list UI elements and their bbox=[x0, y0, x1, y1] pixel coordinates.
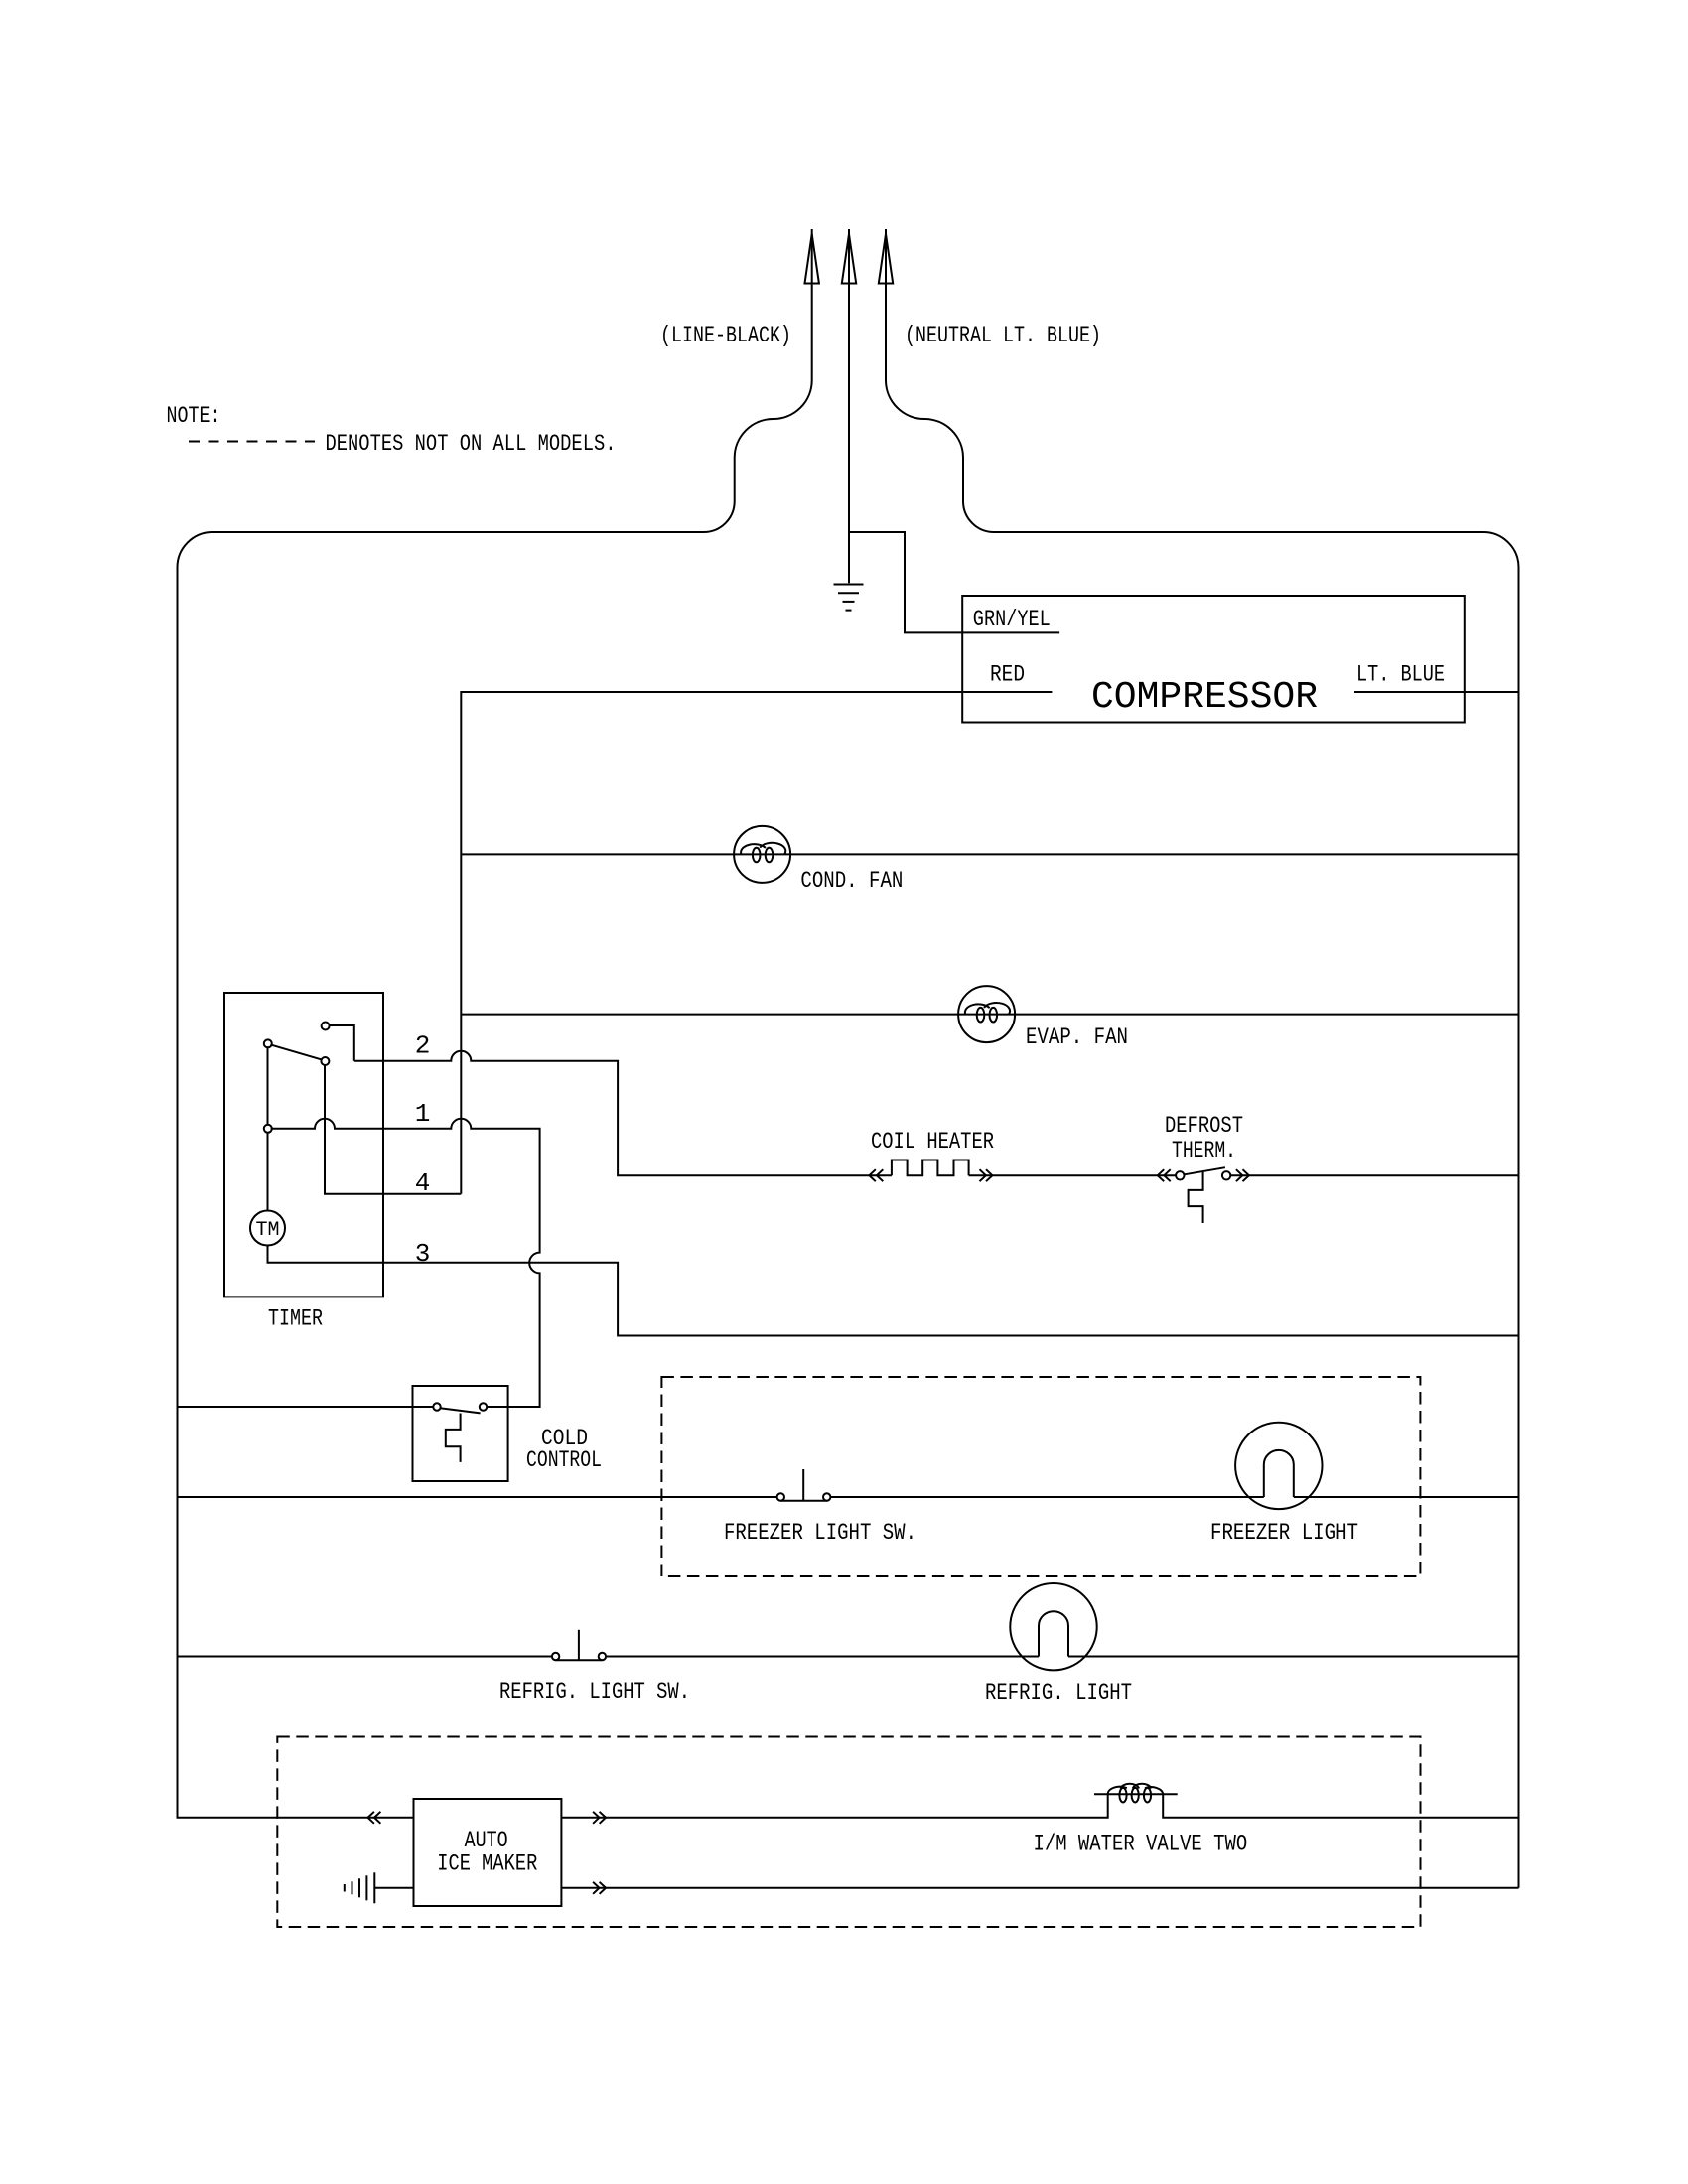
svg-text:CONTROL: CONTROL bbox=[526, 1447, 602, 1473]
svg-text:DEFROST: DEFROST bbox=[1165, 1113, 1243, 1139]
svg-text:RED: RED bbox=[990, 662, 1025, 688]
svg-text:EVAP. FAN: EVAP. FAN bbox=[1026, 1024, 1128, 1050]
svg-text:NOTE:: NOTE: bbox=[167, 403, 221, 429]
svg-text:FREEZER LIGHT: FREEZER LIGHT bbox=[1210, 1520, 1358, 1546]
svg-text:1: 1 bbox=[415, 1099, 431, 1129]
svg-text:THERM.: THERM. bbox=[1172, 1138, 1236, 1163]
svg-text:FREEZER LIGHT SW.: FREEZER LIGHT SW. bbox=[724, 1520, 916, 1546]
svg-text:COLD: COLD bbox=[541, 1426, 588, 1451]
svg-text:(LINE-BLACK): (LINE-BLACK) bbox=[660, 323, 791, 348]
svg-text:GRN/YEL: GRN/YEL bbox=[973, 607, 1051, 632]
svg-text:LT. BLUE: LT. BLUE bbox=[1356, 662, 1445, 688]
svg-text:TM: TM bbox=[256, 1219, 280, 1242]
svg-text:AUTO: AUTO bbox=[465, 1828, 508, 1853]
svg-text:COND. FAN: COND. FAN bbox=[800, 868, 903, 893]
svg-text:4: 4 bbox=[415, 1168, 431, 1198]
svg-text:REFRIG. LIGHT: REFRIG. LIGHT bbox=[985, 1680, 1132, 1706]
svg-text:3: 3 bbox=[415, 1239, 431, 1269]
svg-text:COIL HEATER: COIL HEATER bbox=[871, 1129, 994, 1155]
svg-text:2: 2 bbox=[415, 1031, 431, 1061]
svg-text:REFRIG. LIGHT SW.: REFRIG. LIGHT SW. bbox=[499, 1679, 690, 1705]
svg-text:(NEUTRAL LT. BLUE): (NEUTRAL LT. BLUE) bbox=[905, 323, 1101, 348]
svg-text:COMPRESSOR: COMPRESSOR bbox=[1091, 676, 1318, 719]
svg-text:TIMER: TIMER bbox=[268, 1306, 323, 1332]
svg-text:ICE MAKER: ICE MAKER bbox=[437, 1851, 537, 1877]
svg-text:I/M WATER VALVE TWO: I/M WATER VALVE TWO bbox=[1034, 1832, 1248, 1857]
svg-text:DENOTES NOT ON ALL MODELS.: DENOTES NOT ON ALL MODELS. bbox=[326, 431, 617, 457]
